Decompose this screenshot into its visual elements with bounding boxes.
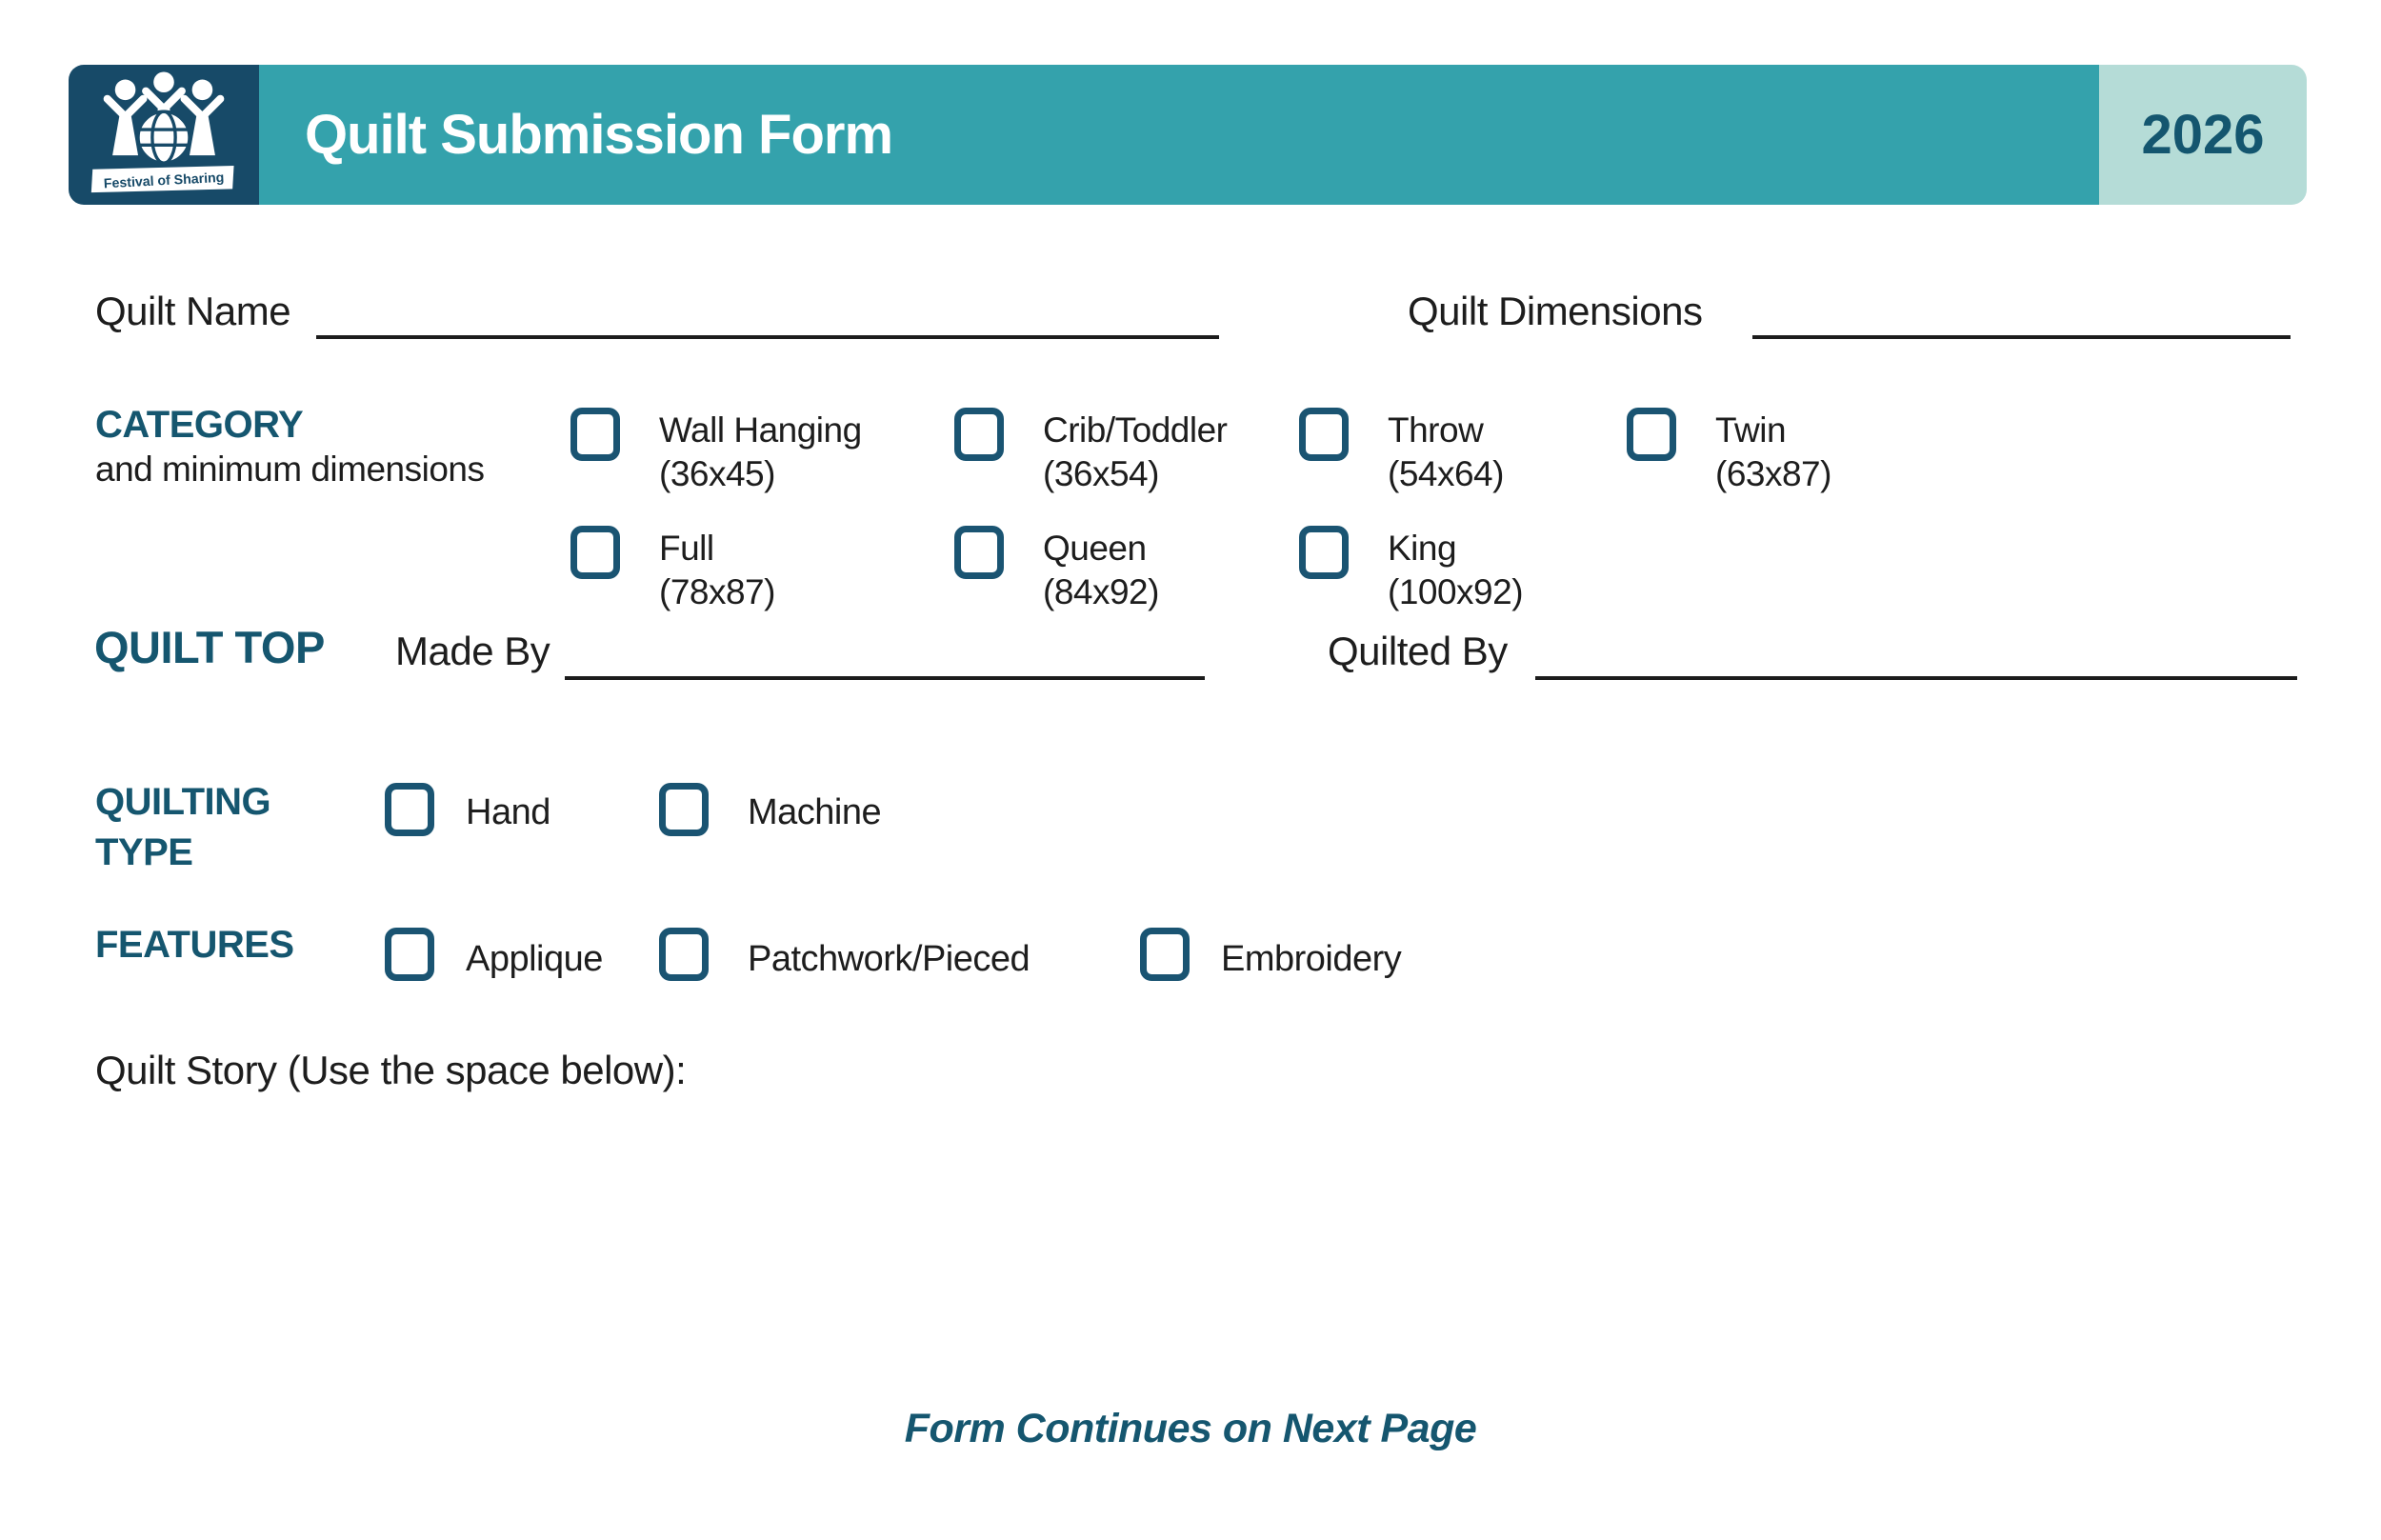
checkbox-throw[interactable] [1299, 408, 1349, 461]
quilt-dimensions-label: Quilt Dimensions [1408, 289, 1703, 333]
quilt-name-label: Quilt Name [95, 289, 291, 333]
made-by-label: Made By [395, 629, 550, 673]
quilted-by-field[interactable] [1535, 676, 2297, 680]
quilted-by-label: Quilted By [1328, 629, 1508, 673]
quilt-story-space[interactable] [95, 1110, 2286, 1367]
checkbox-full[interactable] [570, 526, 620, 579]
features-option-embroidery: Embroidery [1221, 939, 1402, 979]
checkbox-king[interactable] [1299, 526, 1349, 579]
form-header: Festival of Sharing Quilt Submission For… [69, 65, 2307, 205]
quilt-name-field[interactable] [316, 335, 1219, 339]
category-option-crib-toddler: Crib/Toddler (36x54) [1043, 410, 1228, 493]
category-option-throw: Throw (54x64) [1388, 410, 1504, 493]
page-title: Quilt Submission Form [305, 104, 893, 166]
checkbox-hand[interactable] [385, 783, 434, 836]
quilting-type-option-machine: Machine [748, 792, 882, 832]
logo-banner-text: Festival of Sharing [104, 170, 225, 191]
category-option-queen: Queen (84x92) [1043, 529, 1159, 611]
checkbox-embroidery[interactable] [1140, 928, 1190, 981]
features-heading: FEATURES [95, 924, 294, 966]
checkbox-twin[interactable] [1627, 408, 1676, 461]
festival-of-sharing-logo: Festival of Sharing [69, 65, 259, 205]
quilt-dimensions-field[interactable] [1752, 335, 2291, 339]
form-continues-note: Form Continues on Next Page [904, 1406, 1477, 1451]
quilting-type-heading: QUILTING TYPE [95, 781, 271, 873]
quilting-type-option-hand: Hand [466, 792, 550, 832]
made-by-field[interactable] [565, 676, 1205, 680]
checkbox-applique[interactable] [385, 928, 434, 981]
category-option-king: King (100x92) [1388, 529, 1524, 611]
people-globe-logo-icon: Festival of Sharing [90, 71, 234, 193]
category-option-full: Full (78x87) [659, 529, 775, 611]
checkbox-queen[interactable] [954, 526, 1004, 579]
category-heading: CATEGORY [95, 404, 304, 446]
quilt-story-label: Quilt Story (Use the space below): [95, 1048, 687, 1092]
category-option-twin: Twin (63x87) [1715, 410, 1831, 493]
quilt-top-heading: QUILT TOP [94, 622, 325, 672]
year-badge: 2026 [2099, 65, 2307, 205]
features-option-patchwork-pieced: Patchwork/Pieced [748, 939, 1030, 979]
year-value: 2026 [2141, 104, 2265, 166]
category-option-wall-hanging: Wall Hanging (36x45) [659, 410, 862, 493]
category-subheading: and minimum dimensions [95, 450, 485, 489]
features-option-applique: Applique [466, 939, 603, 979]
header-title-bar: Quilt Submission Form [259, 65, 2099, 205]
checkbox-wall-hanging[interactable] [570, 408, 620, 461]
checkbox-patchwork-pieced[interactable] [659, 928, 709, 981]
checkbox-machine[interactable] [659, 783, 709, 836]
checkbox-crib-toddler[interactable] [954, 408, 1004, 461]
